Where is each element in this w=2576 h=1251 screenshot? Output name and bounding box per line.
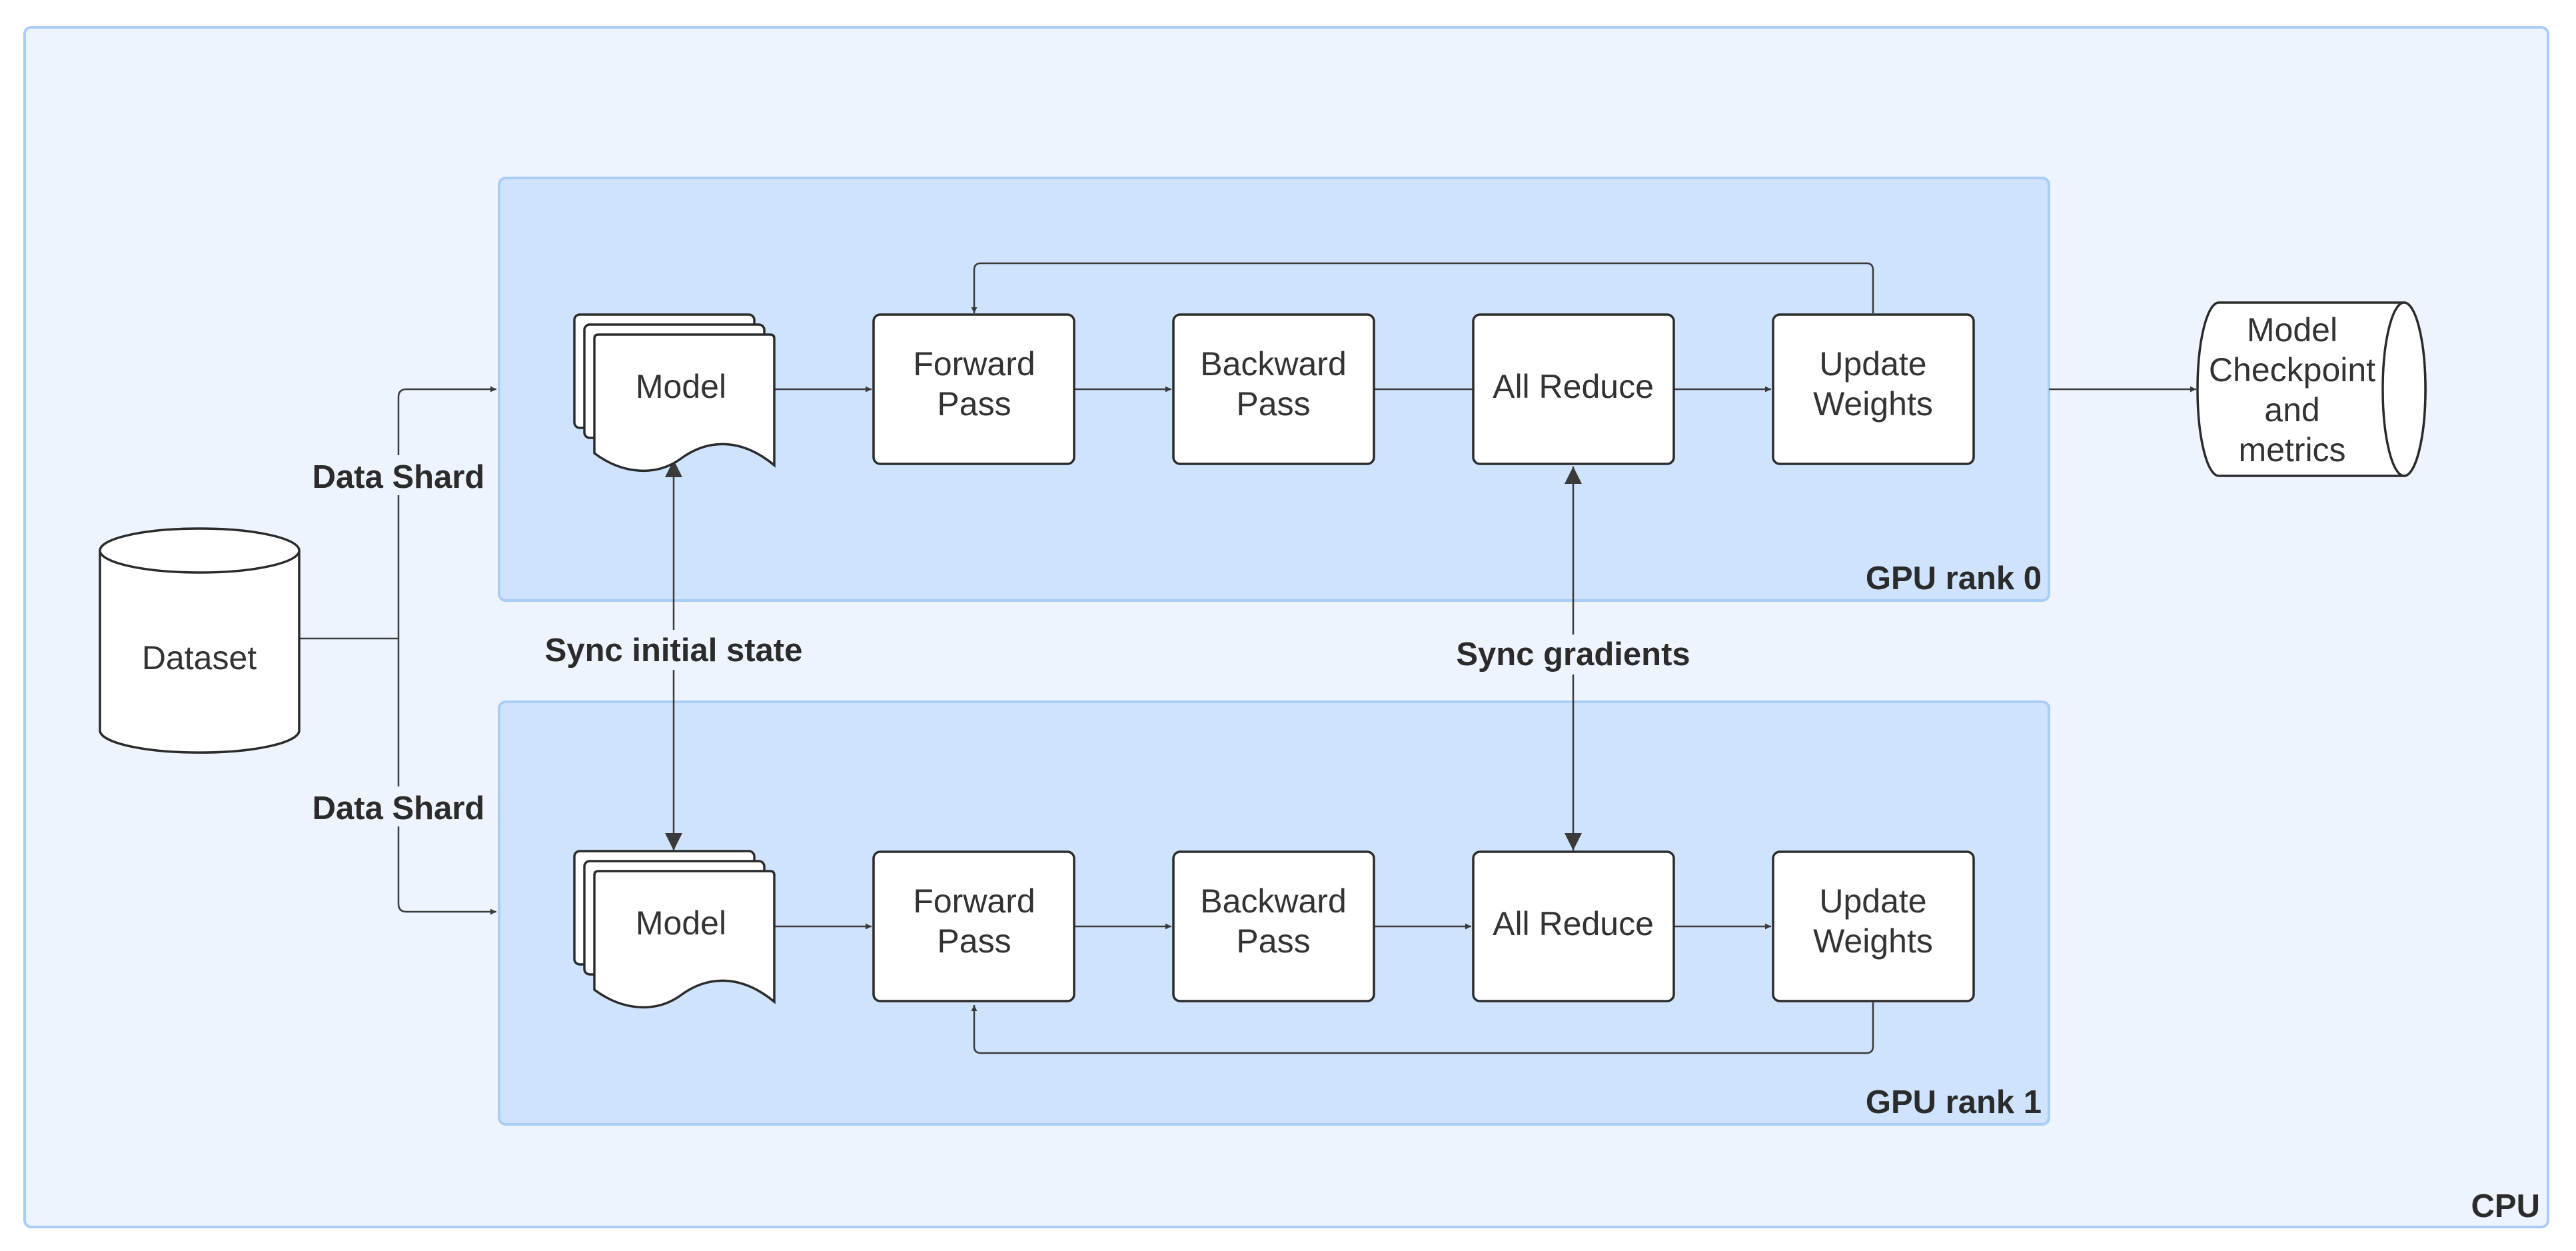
rank1-forward-pass-box xyxy=(872,850,1075,1002)
checkpoint-end-cap xyxy=(2381,301,2427,477)
rank0-forward-pass-line1: Forward xyxy=(913,345,1035,383)
rank0-update-weights-line2: Weights xyxy=(1813,385,1933,423)
shard-connector-bottom xyxy=(397,638,496,915)
rank0-update-weights-line1: Update xyxy=(1819,345,1926,383)
data-shard-top-bg xyxy=(308,455,489,495)
sync-gradients-bg xyxy=(1446,634,1700,674)
rank0-backward-pass-line2: Pass xyxy=(1236,385,1310,423)
checkpoint-node: Model Checkpoint and metrics xyxy=(2196,301,2427,477)
gpu-rank-1-label: GPU rank 1 xyxy=(1866,1084,2042,1120)
rank1-model-label: Model xyxy=(636,904,726,942)
rank0-all-reduce-label: All Reduce xyxy=(1493,368,1654,405)
rank1-backward-pass-box xyxy=(1172,850,1375,1002)
rank1-forward-pass-node: Forward Pass xyxy=(872,850,1075,1002)
data-shard-bottom-bg xyxy=(308,786,489,826)
connectors xyxy=(299,262,2196,1054)
dataset-top xyxy=(99,527,301,574)
rank0-update-weights-box xyxy=(1772,313,1975,465)
rank0-forward-pass-node: Forward Pass xyxy=(872,313,1075,465)
r0-update-loop xyxy=(971,262,1874,313)
sync-initial-state-bg xyxy=(533,630,814,670)
rank1-model-document-icon xyxy=(593,870,776,1009)
rank0-backward-pass-node: Backward Pass xyxy=(1172,313,1375,465)
rank0-forward-pass-line2: Pass xyxy=(937,385,1011,423)
rank1-backward-pass-line1: Backward xyxy=(1200,882,1347,920)
rank1-update-weights-box xyxy=(1772,850,1975,1002)
dataset-label: Dataset xyxy=(142,639,257,676)
checkpoint-line4: metrics xyxy=(2238,431,2345,469)
rank0-model-document-icon xyxy=(593,333,776,473)
rank0-backward-pass-line1: Backward xyxy=(1200,345,1347,383)
rank0-model-label: Model xyxy=(636,368,726,405)
cpu-label: CPU xyxy=(2471,1188,2540,1224)
r1-update-loop xyxy=(971,1002,1874,1054)
rank1-update-weights-node: Update Weights xyxy=(1772,850,1975,1002)
data-shard-top-label: Data Shard xyxy=(313,459,485,495)
rank1-forward-pass-line1: Forward xyxy=(913,882,1035,920)
rank0-all-reduce-box xyxy=(1472,313,1675,465)
checkpoint-line1: Model xyxy=(2247,311,2337,349)
rank1-update-weights-line1: Update xyxy=(1819,882,1926,920)
data-shard-bottom-label: Data Shard xyxy=(313,790,485,826)
rank1-update-weights-line2: Weights xyxy=(1813,922,1933,960)
rank1-all-reduce-node: All Reduce xyxy=(1472,850,1675,1002)
sync-initial-state-label: Sync initial state xyxy=(545,632,803,668)
rank0-model-node: Model xyxy=(573,313,776,473)
rank1-forward-pass-line2: Pass xyxy=(937,922,1011,960)
rank1-backward-pass-line2: Pass xyxy=(1236,922,1310,960)
sync-gradients-label: Sync gradients xyxy=(1456,636,1690,672)
floating-labels: Data Shard Data Shard Sync initial state… xyxy=(308,455,1700,826)
rank1-all-reduce-label: All Reduce xyxy=(1493,905,1654,942)
rank1-model-node: Model xyxy=(573,850,776,1009)
shard-connector-top xyxy=(397,386,496,638)
rank1-all-reduce-box xyxy=(1472,850,1675,1002)
rank0-forward-pass-box xyxy=(872,313,1075,465)
rank0-all-reduce-node: All Reduce xyxy=(1472,313,1675,465)
rank0-backward-pass-box xyxy=(1172,313,1375,465)
dataset-body xyxy=(99,551,301,754)
gpu-rank-0-label: GPU rank 0 xyxy=(1866,561,2042,597)
checkpoint-line2: Checkpoint xyxy=(2209,351,2375,389)
checkpoint-line3: and xyxy=(2264,391,2319,429)
dataset-node: Dataset xyxy=(99,527,301,754)
rank1-backward-pass-node: Backward Pass xyxy=(1172,850,1375,1002)
rank0-update-weights-node: Update Weights xyxy=(1772,313,1975,465)
